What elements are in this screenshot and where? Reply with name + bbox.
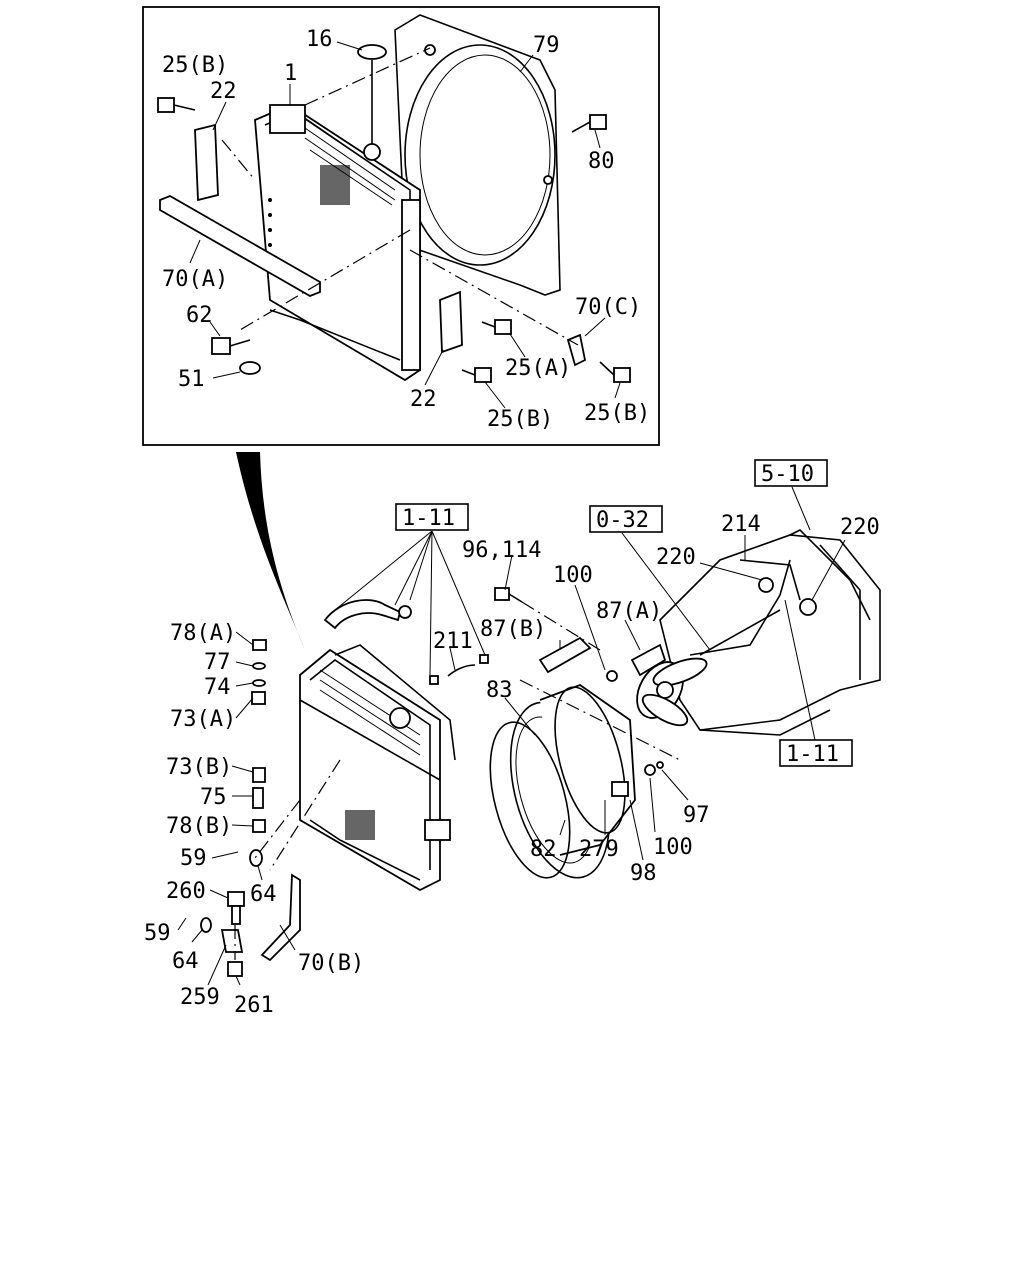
clip-b-drawing [479,654,489,664]
label-87b: 87(B) [480,617,546,642]
inset-bolts [157,97,631,383]
label-73b: 73(B) [166,755,232,780]
bracket-70a-drawing [159,195,321,297]
label-59-a: 59 [180,846,207,871]
ref-1-11-leaders [334,486,816,741]
washer-100-bottom-drawing [644,764,656,776]
radiator-1-drawing [254,44,421,382]
main-assembly: 1-11 0-32 5-10 1-11 [144,459,881,1018]
label-220-left: 220 [656,545,696,570]
upper-hose-drawing [323,599,402,630]
label-16: 16 [306,27,333,52]
bolt-96-114-drawing [494,587,510,601]
label-261: 261 [234,993,274,1018]
bracket-87b-drawing [538,636,592,674]
hose-211-drawing [447,664,476,677]
ref-5-10: 5-10 [761,462,814,487]
label-260: 260 [166,879,206,904]
hose-70b-drawing [260,873,301,962]
label-25b-top-left: 25(B) [162,53,228,78]
inset-detail: 16 79 25(B) 22 1 80 70(A) 70(C) 62 25(A)… [142,6,660,446]
label-25b-bottom-mid: 25(B) [487,407,553,432]
label-97: 97 [683,803,710,828]
label-96-114: 96,114 [462,538,541,563]
clamp-220-right-drawing [799,598,817,616]
bracket-87a-drawing [630,643,667,677]
label-78b: 78(B) [166,814,232,839]
label-79: 79 [533,33,560,58]
label-75: 75 [200,785,227,810]
label-259: 259 [180,985,220,1010]
ref-box-5-10 [754,459,828,487]
hose-clamp-drawing [398,605,412,619]
fan-drawing [636,657,708,727]
label-80: 80 [588,149,615,174]
label-98: 98 [630,861,657,886]
inset-centerlines [221,47,579,346]
label-70c: 70(C) [575,295,641,320]
fan-shroud-79-drawing [394,14,561,296]
label-22-top: 22 [210,79,237,104]
label-25b-bottom-right: 25(B) [584,401,650,426]
label-78a: 78(A) [170,621,236,646]
ref-1-11-top: 1-11 [402,506,455,531]
label-211: 211 [433,629,473,654]
inset-pointer-arrow [236,452,305,650]
ref-box-1-11-right [779,739,853,767]
label-64-b: 64 [172,949,199,974]
label-279: 279 [579,837,619,862]
bracket-22-top-drawing [194,123,219,202]
label-62: 62 [186,303,213,328]
clip-drawing [429,675,439,685]
label-100-bottom: 100 [653,835,693,860]
label-59-b: 59 [144,921,171,946]
ref-0-32: 0-32 [596,508,649,533]
label-70b: 70(B) [298,951,364,976]
label-87a: 87(A) [596,599,662,624]
radiator-main-drawing [299,644,456,892]
label-100-top: 100 [553,563,593,588]
label-51: 51 [178,367,205,392]
washer-100-top-drawing [606,670,618,682]
label-1: 1 [284,61,297,86]
washer-97-drawing [656,761,664,769]
label-82: 82 [530,837,557,862]
ref-box-1-11-top [395,503,469,531]
label-25a: 25(A) [505,356,571,381]
bolt-98-drawing [611,781,629,797]
fan-shroud-82-drawing [509,683,636,879]
main-leaders [177,535,846,986]
label-83: 83 [486,678,513,703]
label-64-a: 64 [250,882,277,907]
label-77: 77 [204,650,231,675]
ref-box-0-32 [589,505,663,533]
bracket-22-bottom-drawing [439,290,463,354]
pipe-0-32-drawing [689,559,791,656]
label-73a: 73(A) [170,707,236,732]
ref-1-11-right: 1-11 [786,742,839,767]
label-220-right: 220 [840,515,880,540]
label-214: 214 [721,512,761,537]
label-70a: 70(A) [162,267,228,292]
label-22-bottom: 22 [410,387,437,412]
label-74: 74 [204,675,231,700]
ring-83-drawing [489,721,571,879]
main-centerlines [234,601,681,960]
inset-leaders [189,41,621,409]
inset-frame [142,6,660,446]
clamp-220-left-drawing [758,577,774,593]
